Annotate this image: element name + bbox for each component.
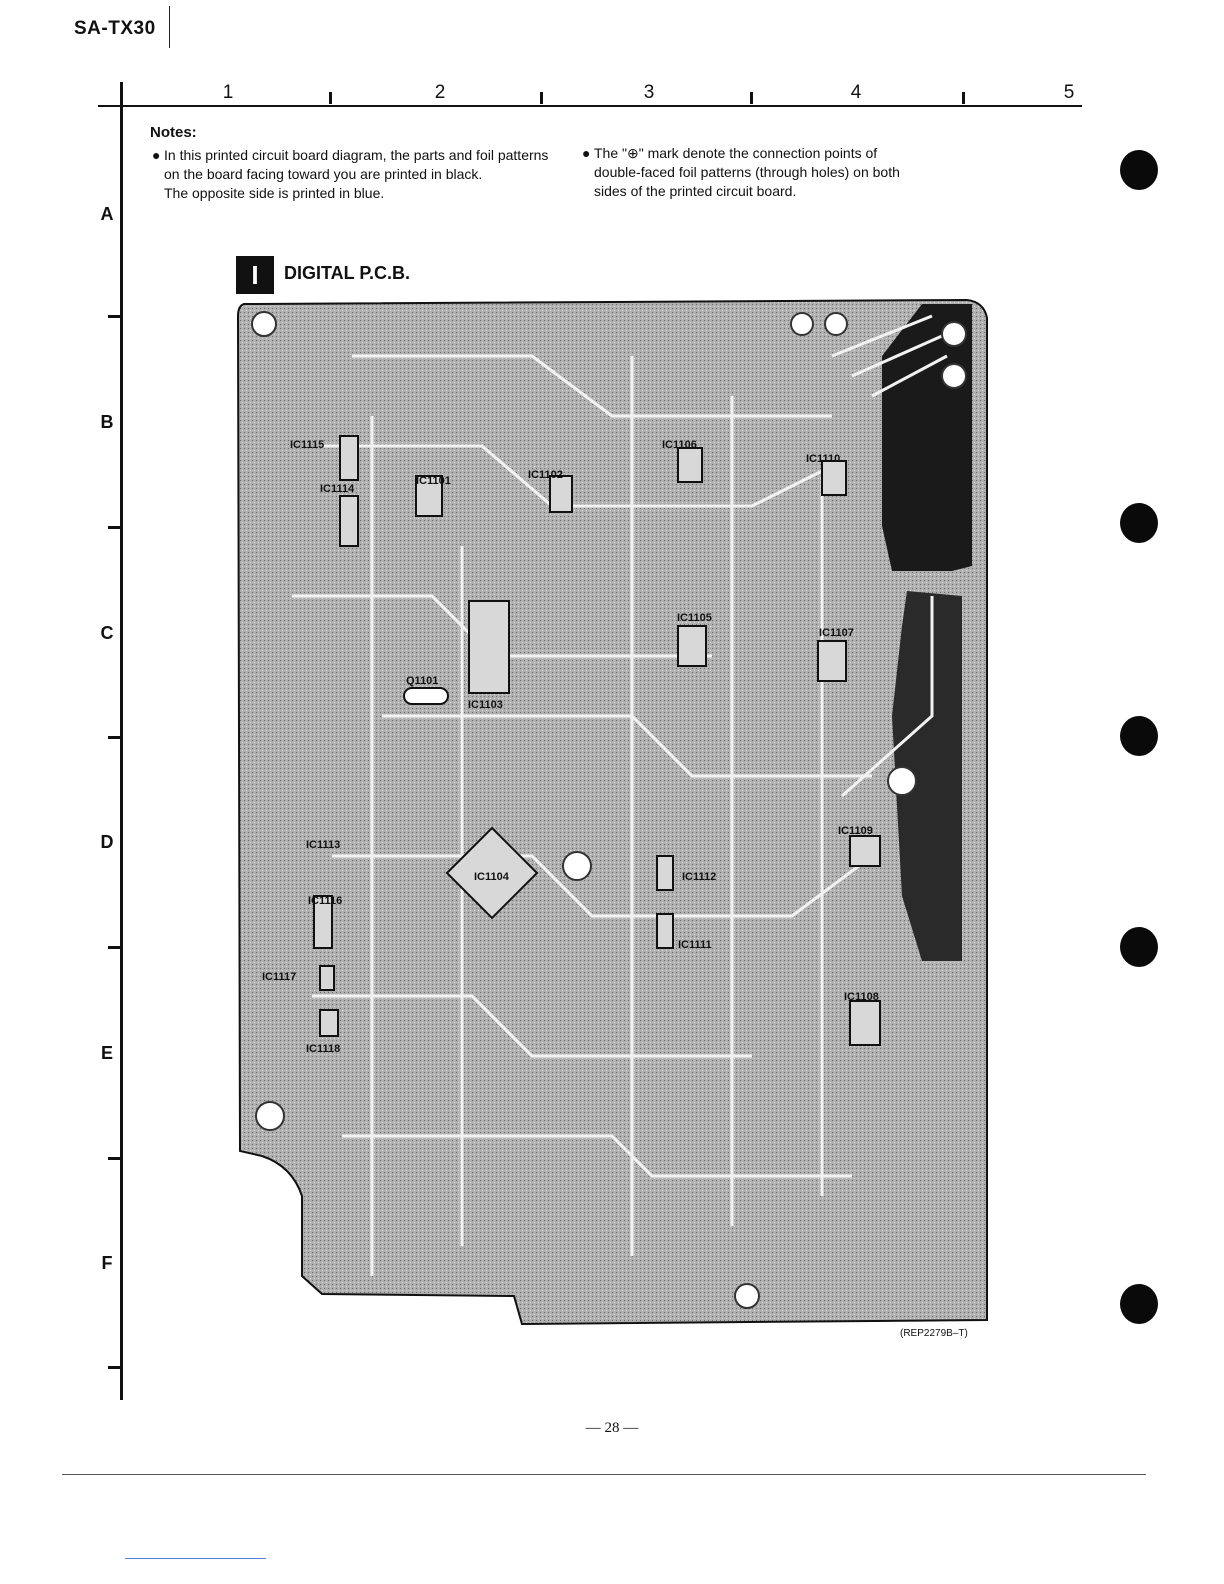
punch-hole — [1120, 1284, 1158, 1324]
label-ic1104: IC1104 — [474, 871, 510, 883]
bullet: ● — [582, 145, 591, 161]
grid-column-divider — [962, 92, 965, 104]
label-ic1114: IC1114 — [320, 483, 355, 495]
section-marker: I — [236, 256, 274, 294]
grid-row-tick — [108, 1157, 122, 1160]
label-ic1106: IC1106 — [662, 439, 697, 451]
grid-column-divider — [750, 92, 753, 104]
grid-row-tick — [108, 736, 122, 739]
note-line: The opposite side is printed in blue. — [164, 185, 385, 201]
board-edge-dark — [892, 591, 962, 961]
board-outline — [236, 298, 988, 1326]
label-ic1117: IC1117 — [262, 971, 296, 983]
ic-labels: IC1115 IC1114 IC1101 IC1102 IC1106 IC111… — [262, 439, 879, 1055]
grid-column-label: 5 — [1063, 82, 1075, 103]
label-ic1110: IC1110 — [806, 453, 840, 465]
reference-code: (REP2279B–T) — [900, 1328, 968, 1339]
pcb-diagram: IC1115 IC1114 IC1101 IC1102 IC1106 IC111… — [232, 296, 992, 1328]
page-number: — 28 — — [585, 1420, 639, 1436]
note-line: sides of the printed circuit board. — [594, 183, 797, 199]
label-ic1108: IC1108 — [844, 991, 879, 1003]
label-ic1102: IC1102 — [528, 469, 563, 481]
pcb-board-svg: IC1115 IC1114 IC1101 IC1102 IC1106 IC111… — [236, 298, 988, 1326]
grid-row-label: A — [100, 204, 114, 224]
mounting-holes — [251, 311, 967, 1309]
label-ic1115: IC1115 — [290, 439, 324, 451]
grid-column-label: 1 — [222, 82, 234, 103]
header-divider — [169, 6, 170, 48]
label-ic1103: IC1103 — [468, 699, 503, 711]
note-line: double-faced foil patterns (through hole… — [594, 164, 900, 180]
note-line: In this printed circuit board diagram, t… — [164, 147, 549, 163]
punch-hole — [1120, 503, 1158, 543]
grid-top-line — [98, 105, 1082, 107]
label-ic1101: IC1101 — [416, 475, 451, 487]
grid-column-label: 4 — [850, 82, 862, 103]
ic-packages — [313, 435, 881, 1046]
grid-column-label: 3 — [643, 82, 655, 103]
punch-hole — [1120, 150, 1158, 190]
grid-row-tick — [108, 946, 122, 949]
grid-row-tick — [108, 315, 122, 318]
bullet: ● — [152, 147, 161, 163]
grid-row-tick — [108, 526, 122, 529]
section-title: DIGITAL P.C.B. — [284, 263, 411, 283]
grid-row-label: E — [100, 1043, 113, 1063]
bottom-rule — [62, 1474, 1146, 1475]
note-through-holes: ●The "⊕" mark denote the connection poin… — [582, 144, 932, 201]
punch-hole — [1120, 716, 1158, 756]
label-ic1105: IC1105 — [677, 612, 712, 624]
label-ic1112: IC1112 — [682, 871, 716, 883]
label-ic1109: IC1109 — [838, 825, 873, 837]
label-ic1111: IC1111 — [678, 939, 712, 951]
grid-row-label: F — [101, 1253, 113, 1273]
punch-hole — [1120, 927, 1158, 967]
label-ic1107: IC1107 — [819, 627, 854, 639]
label-ic1116: IC1116 — [308, 895, 342, 907]
notes-title: Notes: — [150, 124, 197, 141]
model-number: SA-TX30 — [74, 18, 156, 39]
grid-column-divider — [329, 92, 332, 104]
grid-row-tick — [108, 1366, 122, 1369]
grid-row-label: D — [100, 832, 114, 852]
bottom-blue-line — [125, 1558, 266, 1559]
grid-row-label: B — [100, 412, 114, 432]
label-q1101: Q1101 — [406, 675, 438, 687]
q1101-package — [403, 687, 449, 705]
label-ic1118: IC1118 — [306, 1043, 340, 1055]
grid-row-label: C — [100, 623, 114, 643]
note-foil-patterns: ●In this printed circuit board diagram, … — [152, 146, 582, 203]
grid-left-line — [120, 82, 123, 1400]
grid-column-divider — [540, 92, 543, 104]
grid-column-label: 2 — [434, 82, 446, 103]
label-ic1113: IC1113 — [306, 839, 340, 851]
note-line: The "⊕" mark denote the connection point… — [594, 145, 878, 161]
note-line: on the board facing toward you are print… — [164, 166, 483, 182]
